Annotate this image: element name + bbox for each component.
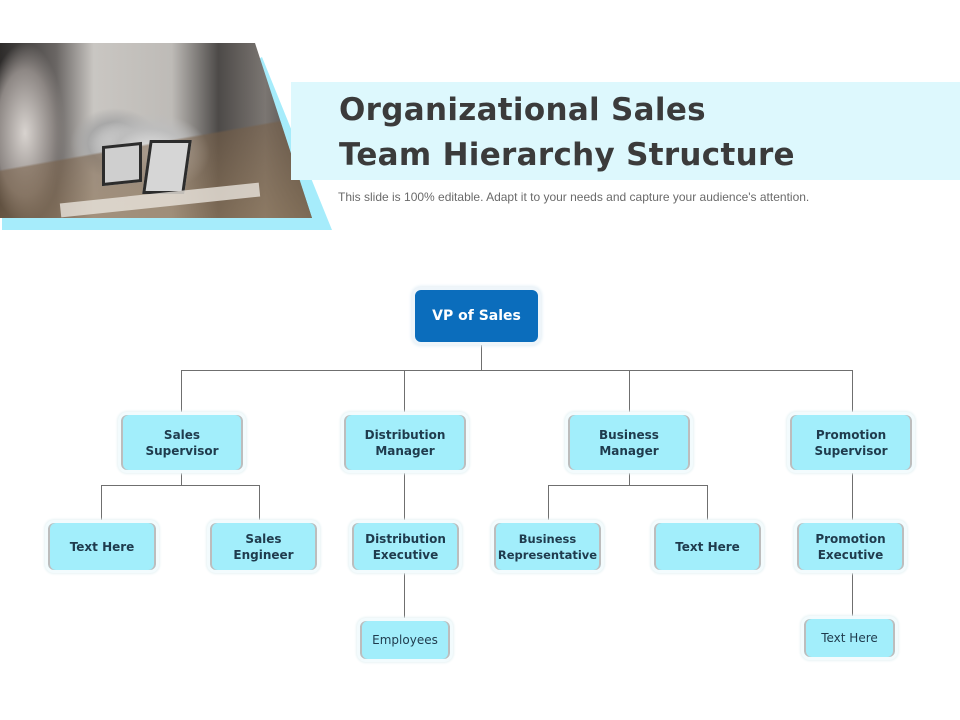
node-label: Business Manager: [599, 427, 659, 458]
node-label: Sales Supervisor: [145, 427, 219, 458]
node-text-here-business[interactable]: Text Here: [651, 520, 764, 573]
node-employees[interactable]: Employees: [357, 618, 453, 662]
node-label: Employees: [372, 633, 438, 647]
subtitle: This slide is 100% editable. Adapt it to…: [338, 190, 810, 204]
connector-line: [181, 370, 853, 371]
node-vp-of-sales[interactable]: VP of Sales: [412, 287, 541, 345]
connector-line: [404, 370, 405, 414]
connector-line: [181, 472, 182, 485]
page-title: Organizational Sales Team Hierarchy Stru…: [339, 88, 795, 178]
node-business-manager[interactable]: Business Manager: [565, 412, 693, 473]
node-label: Text Here: [821, 631, 878, 645]
node-text-here-promotion[interactable]: Text Here: [801, 616, 898, 660]
connector-line: [852, 572, 853, 618]
connector-line: [852, 370, 853, 414]
node-label: VP of Sales: [432, 308, 521, 324]
connector-line: [548, 485, 708, 486]
connector-line: [707, 485, 708, 522]
title-line-2: Team Hierarchy Structure: [339, 137, 795, 173]
photo-laptop-detail: [102, 141, 142, 187]
node-label: Business Representative: [497, 531, 598, 562]
node-distribution-executive[interactable]: Distribution Executive: [349, 520, 462, 573]
node-label: Promotion Executive: [815, 531, 886, 562]
node-label: Promotion Supervisor: [814, 427, 888, 458]
connector-line: [629, 370, 630, 414]
connector-line: [101, 485, 260, 486]
node-label: Distribution Manager: [364, 427, 446, 458]
office-team-meeting-photo: [0, 43, 312, 218]
node-business-representative[interactable]: Business Representative: [491, 520, 604, 573]
connector-line: [404, 572, 405, 620]
connector-line: [629, 472, 630, 485]
node-label: Distribution Executive: [365, 531, 446, 562]
node-sales-engineer[interactable]: Sales Engineer: [207, 520, 320, 573]
node-promotion-executive[interactable]: Promotion Executive: [794, 520, 907, 573]
node-sales-supervisor[interactable]: Sales Supervisor: [118, 412, 246, 473]
connector-line: [404, 472, 405, 522]
connector-line: [481, 344, 482, 370]
connector-line: [548, 485, 549, 522]
node-label: Text Here: [69, 539, 135, 554]
node-distribution-manager[interactable]: Distribution Manager: [341, 412, 469, 473]
title-line-1: Organizational Sales: [339, 92, 706, 128]
node-promotion-supervisor[interactable]: Promotion Supervisor: [787, 412, 915, 473]
title-band: [291, 82, 960, 180]
photo-laptop-detail: [142, 140, 192, 194]
connector-line: [259, 485, 260, 522]
connector-line: [101, 485, 102, 522]
connector-line: [852, 472, 853, 522]
node-label: Text Here: [675, 539, 740, 554]
node-label: Sales Engineer: [233, 531, 294, 562]
node-text-here-sales[interactable]: Text Here: [45, 520, 159, 573]
connector-line: [181, 370, 182, 414]
